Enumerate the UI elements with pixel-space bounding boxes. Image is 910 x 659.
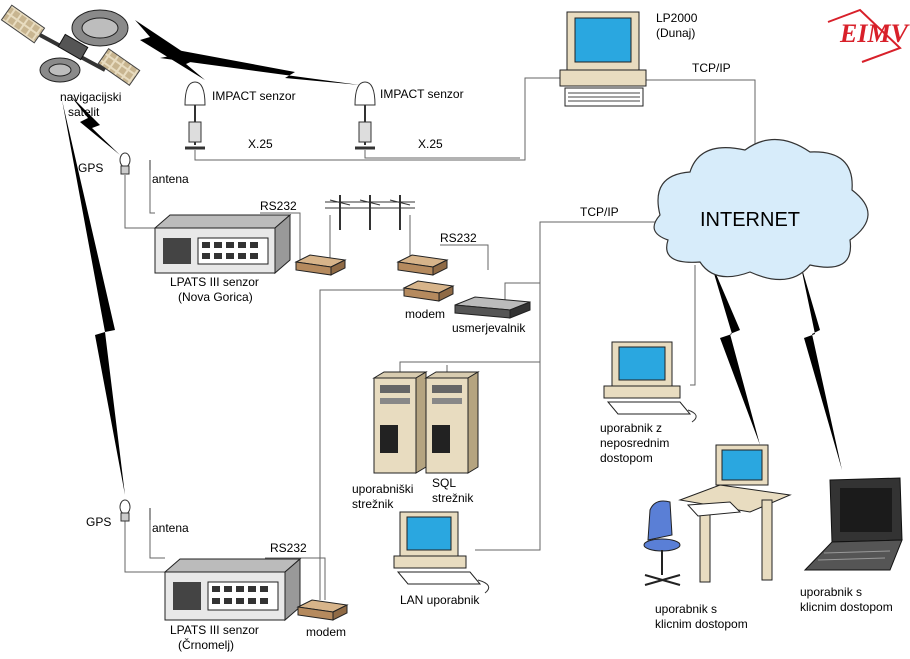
modem2-line bbox=[319, 289, 410, 600]
direct-user-label-1: uporabnik z bbox=[600, 421, 662, 435]
satellite-label-2: satelit bbox=[68, 105, 100, 119]
rs232-3-line bbox=[265, 557, 326, 600]
modem-2 bbox=[396, 254, 449, 276]
gps2-cable bbox=[124, 520, 165, 573]
sql-server bbox=[424, 371, 480, 474]
router bbox=[454, 296, 531, 319]
impact-sensor-2-label: IMPACT senzor bbox=[380, 87, 464, 101]
internet-user-bolt-2 bbox=[800, 262, 842, 470]
lp2000-label-2: (Dunaj) bbox=[656, 26, 695, 40]
connection-lines bbox=[124, 77, 756, 600]
lan-user-computer bbox=[393, 511, 490, 594]
dial-user2-label-1: uporabnik s bbox=[800, 585, 862, 599]
rs232-label-3: RS232 bbox=[270, 541, 307, 555]
impact-sensor-1-label: IMPACT senzor bbox=[212, 89, 296, 103]
satellite-gps2-bolt bbox=[62, 100, 125, 495]
internet-label: INTERNET bbox=[700, 209, 800, 231]
internet-user-bolt-1 bbox=[710, 260, 760, 445]
lpats2-label-1: LPATS III senzor bbox=[170, 623, 259, 637]
user-server-label-1: uporabniški bbox=[352, 482, 413, 496]
x25-label-2: X.25 bbox=[418, 137, 443, 151]
modem-3 bbox=[402, 280, 455, 302]
tcpip-mid-label: TCP/IP bbox=[580, 205, 619, 219]
internet-cloud bbox=[653, 138, 869, 281]
satellite-gps1-bolt bbox=[70, 95, 120, 155]
dial-user-desk-workstation bbox=[643, 444, 792, 586]
lpats2-label-2: (Črnomelj) bbox=[178, 637, 234, 652]
lpats-sensor-2 bbox=[163, 557, 302, 622]
lpats1-label-1: LPATS III senzor bbox=[170, 275, 259, 289]
x25-label-1: X.25 bbox=[248, 137, 273, 151]
sql-server-label-2: strežnik bbox=[432, 491, 474, 505]
impact-sensor-1 bbox=[184, 81, 206, 150]
modem-1 bbox=[294, 254, 347, 276]
modem-4 bbox=[296, 599, 349, 621]
gps-label-1: GPS bbox=[78, 161, 103, 175]
modem-label-2: modem bbox=[306, 625, 346, 639]
tcpip-top-label: TCP/IP bbox=[692, 61, 731, 75]
gps-antenna-2 bbox=[119, 499, 151, 522]
gps-label-2: GPS bbox=[86, 515, 111, 529]
antena2-cable bbox=[149, 520, 165, 559]
dial-user1-label-2: klicnim dostopom bbox=[655, 617, 748, 631]
lpats1-label-2: (Nova Gorica) bbox=[178, 290, 253, 304]
rs232-label-1: RS232 bbox=[260, 199, 297, 213]
lpats-sensor-1 bbox=[153, 213, 292, 275]
x25-line-2 bbox=[364, 150, 520, 159]
router-label: usmerjevalnik bbox=[452, 321, 526, 335]
user-server-label-2: strežnik bbox=[352, 497, 394, 511]
gps-antenna-1 bbox=[119, 152, 151, 175]
tcpip-router-internet bbox=[539, 221, 665, 300]
antena1-cable bbox=[149, 165, 155, 214]
dial-user2-label-2: klicnim dostopom bbox=[800, 600, 893, 614]
dial-user1-label-1: uporabnik s bbox=[655, 602, 717, 616]
direct-user-link bbox=[690, 265, 696, 386]
tcpip-lp2000-internet bbox=[640, 79, 756, 150]
telephone-poles bbox=[325, 195, 415, 230]
sql-server-label-1: SQL bbox=[432, 476, 456, 490]
server-link bbox=[399, 361, 540, 375]
user-server bbox=[372, 371, 428, 474]
wireless-links bbox=[62, 20, 842, 495]
rs232-1-line bbox=[260, 212, 301, 262]
eimv-logo: EIMV bbox=[827, 8, 910, 63]
antena-label-1: antena bbox=[152, 172, 189, 186]
direct-user-label-2: neposrednim bbox=[600, 436, 669, 450]
satellite-label-1: navigacijski bbox=[60, 90, 121, 104]
modem-label-1: modem bbox=[405, 307, 445, 321]
lan-user-label: LAN uporabnik bbox=[400, 593, 480, 607]
dial-user-laptop bbox=[803, 477, 903, 571]
modem-router-link bbox=[440, 244, 489, 270]
satellite-impact2-bolt bbox=[150, 45, 360, 85]
lp2000-label-1: LP2000 bbox=[656, 11, 698, 25]
impact-sensor-2 bbox=[354, 81, 376, 150]
gps1-cable bbox=[124, 175, 155, 229]
lan-backbone bbox=[475, 300, 541, 551]
rs232-label-2: RS232 bbox=[440, 231, 477, 245]
antena-label-2: antena bbox=[152, 521, 189, 535]
direct-user-label-3: dostopom bbox=[600, 451, 653, 465]
lp2000-computer bbox=[559, 11, 647, 107]
direct-user-computer bbox=[603, 341, 697, 423]
x25-line bbox=[194, 77, 560, 161]
navigation-satellite bbox=[0, 4, 141, 86]
